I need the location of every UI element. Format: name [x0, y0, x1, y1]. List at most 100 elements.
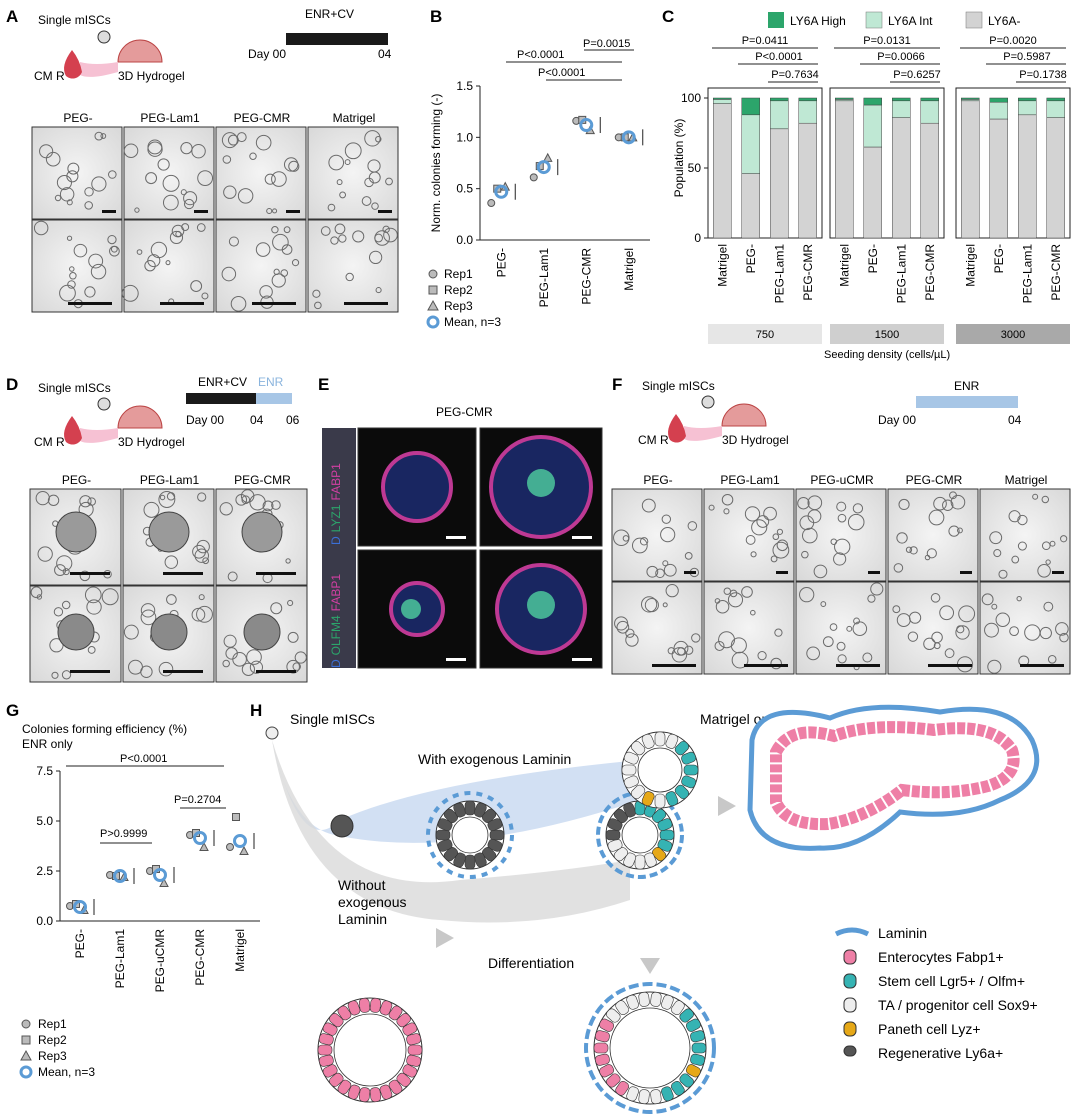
f-cell-icon [701, 395, 715, 409]
h-organoid-laminin-cell [654, 731, 666, 747]
h-organoid-regen-lumen [451, 816, 489, 854]
d-micrograph-day06-colony [101, 588, 119, 606]
h-legend-paneth: Paneth cell Lyz+ [878, 1021, 981, 1037]
f-micrograph-zoom-colony [939, 605, 955, 621]
d-day-mid: 04 [250, 413, 264, 427]
g-legend-rep1-marker [21, 1019, 31, 1029]
panel-f: F Single mISCs CM R 3D Hydrogel ENR Day … [611, 375, 1071, 675]
c-bar-int [741, 114, 760, 174]
a-micrograph-top-colony [368, 171, 381, 184]
g-xtick-label: PEG- [73, 929, 87, 958]
b-ytick-label: 0.0 [456, 233, 473, 247]
c-group-frame [955, 87, 1071, 239]
h-organoid-enterocyte-cell [406, 1054, 422, 1067]
f-micrograph-top-colony [1032, 493, 1039, 500]
a-micrograph-zoom-colony [67, 280, 76, 289]
g-legend-mean-marker [19, 1065, 33, 1079]
d-image-label: PEG- [62, 473, 91, 487]
c-bar-neg [741, 173, 760, 239]
a-micrograph-top-colony [162, 174, 180, 192]
b-ytick-label: 1.5 [456, 79, 473, 93]
h-organoid-differentiated-cell [615, 1080, 629, 1096]
h-organoid-mixed-cell [605, 829, 621, 841]
c-bar-int [1046, 100, 1065, 118]
c-bar-high [892, 97, 911, 102]
h-organoid-laminin-cell [654, 793, 666, 809]
b-xtick-label: Matrigel [622, 248, 636, 291]
a-micrograph-zoom-colony [271, 226, 279, 234]
f-micrograph-zoom-colony [774, 628, 783, 637]
h-organoid-enterocyte-cell [329, 1072, 344, 1087]
panel-letter-f: F [612, 375, 622, 394]
f-micrograph-zoom-colony [955, 625, 970, 640]
d-cell-icon [97, 397, 111, 411]
h-organoid-differentiated-cell [594, 1053, 610, 1066]
d-micrograph-day06-colony [249, 660, 264, 674]
f-micrograph-top-colony [631, 537, 648, 554]
d-micrograph-day04-colony [56, 555, 73, 572]
svg-text:DLYZ1FABP1: DLYZ1FABP1 [329, 463, 343, 545]
d-cell-label: Single mISCs [38, 381, 111, 395]
f-micrograph-top-colony [948, 525, 960, 537]
a-micrograph-zoom-colony [228, 236, 239, 247]
f-micrograph-top-colony [684, 551, 693, 560]
e-title: PEG-CMR [436, 405, 493, 419]
a-micrograph-zoom-colony [73, 243, 88, 258]
h-organoid-differentiated-cell [599, 1018, 615, 1032]
e-fluorescence-image [357, 549, 477, 669]
h-organoid-differentiated-cell [650, 1089, 662, 1105]
f-micrograph-zoom-colony [671, 647, 688, 663]
d-micrograph-day04-colony [271, 500, 281, 510]
a-micrograph-zoom-colony [190, 280, 203, 293]
f-micrograph-top-colony [1037, 563, 1051, 578]
f-micrograph-top-colony [646, 565, 659, 578]
c-bar-high [989, 97, 1008, 103]
a-micrograph-zoom-colony [88, 253, 104, 269]
h-organoid-enterocyte-cell [379, 1084, 393, 1100]
b-ylabel: Norm. colonies forming (-) [429, 94, 443, 233]
d-micrograph-day06-colony [287, 631, 299, 643]
h-organoid-laminin-cell [665, 791, 679, 807]
d-scale-bar [70, 572, 110, 575]
a-micrograph-top-colony [134, 207, 140, 213]
f-micrograph-top-colony [956, 527, 963, 534]
g-point-mean [233, 834, 247, 848]
h-organoid-differentiated-cell [626, 994, 639, 1010]
f-micrograph-top-colony [905, 546, 913, 553]
c-bar-int [989, 101, 1008, 120]
h-legend-laminin-icon [834, 927, 870, 937]
f-micrograph-top-colony [744, 506, 761, 522]
f-micrograph-zoom-colony [770, 657, 782, 670]
h-legend-regen-icon [843, 1045, 857, 1057]
h-organoid-differentiated-cell [685, 1018, 701, 1032]
a-micrograph-top-colony [361, 196, 372, 206]
d-micrograph-day06-colony [222, 659, 230, 668]
c-pval: P=0.0066 [877, 51, 924, 63]
g-point-rep2 [232, 813, 240, 821]
f-micrograph-top-colony [639, 537, 649, 546]
h-organoid-differentiated-cell [615, 1000, 629, 1016]
h-organoid-regen-cell [437, 838, 453, 852]
c-bar-high [835, 97, 854, 100]
a-micrograph-top-colony [264, 173, 276, 185]
a-micrograph-top-colony [66, 170, 79, 183]
h-organoid-enterocyte-cell [347, 1084, 361, 1100]
f-micrograph-top-colony [1041, 495, 1050, 504]
c-bar-high [863, 97, 882, 106]
a-micrograph-top-colony [91, 176, 107, 192]
f-micrograph-zoom-colony [1047, 654, 1057, 664]
d-micrograph-day06-colony [61, 600, 71, 610]
b-legend-rep1-marker [428, 269, 438, 279]
f-micrograph-top [611, 488, 703, 582]
a-micrograph-top-colony [227, 134, 239, 146]
e-scale-bar [446, 536, 466, 539]
f-micrograph-top-colony [989, 531, 1003, 545]
c-density-value: 3000 [1001, 329, 1025, 341]
f-micrograph-zoom-colony [829, 623, 838, 631]
a-cell-label: Single mISCs [38, 13, 111, 27]
g-point-rep3 [199, 841, 209, 851]
h-organoid-differentiated-cell [594, 1030, 610, 1043]
c-bar-high [1046, 97, 1065, 102]
a-image-label: PEG-Lam1 [140, 111, 200, 125]
